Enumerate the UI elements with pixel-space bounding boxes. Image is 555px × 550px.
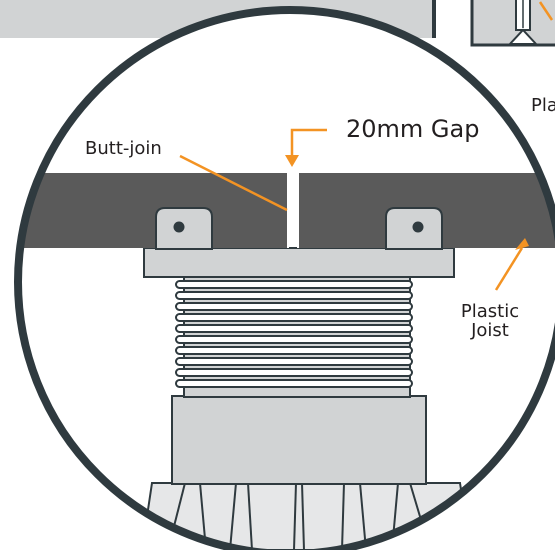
gap-label: 20mm Gap xyxy=(346,115,479,143)
inset-panel xyxy=(470,0,555,47)
partial-label: Pla xyxy=(531,95,555,116)
pedestal-thread xyxy=(175,276,413,398)
magnifier-ring xyxy=(14,6,555,550)
inset-arrow xyxy=(538,1,554,21)
gap-callout xyxy=(285,128,327,167)
butt-join-leader xyxy=(179,154,288,212)
joist-left xyxy=(18,173,288,248)
butt-join-label: Butt-join xyxy=(85,138,162,159)
plastic-joist-label-line2: Joist xyxy=(470,320,509,341)
pedestal-body xyxy=(171,395,427,485)
head-lug-left xyxy=(155,207,213,250)
plastic-joist-leader xyxy=(494,247,524,291)
pedestal-head xyxy=(143,247,455,278)
screw-icon xyxy=(507,0,539,45)
plastic-joist-label-line1: Plastic xyxy=(461,301,519,322)
head-lug-right xyxy=(385,207,443,250)
plastic-joist-arrowhead xyxy=(515,238,529,250)
